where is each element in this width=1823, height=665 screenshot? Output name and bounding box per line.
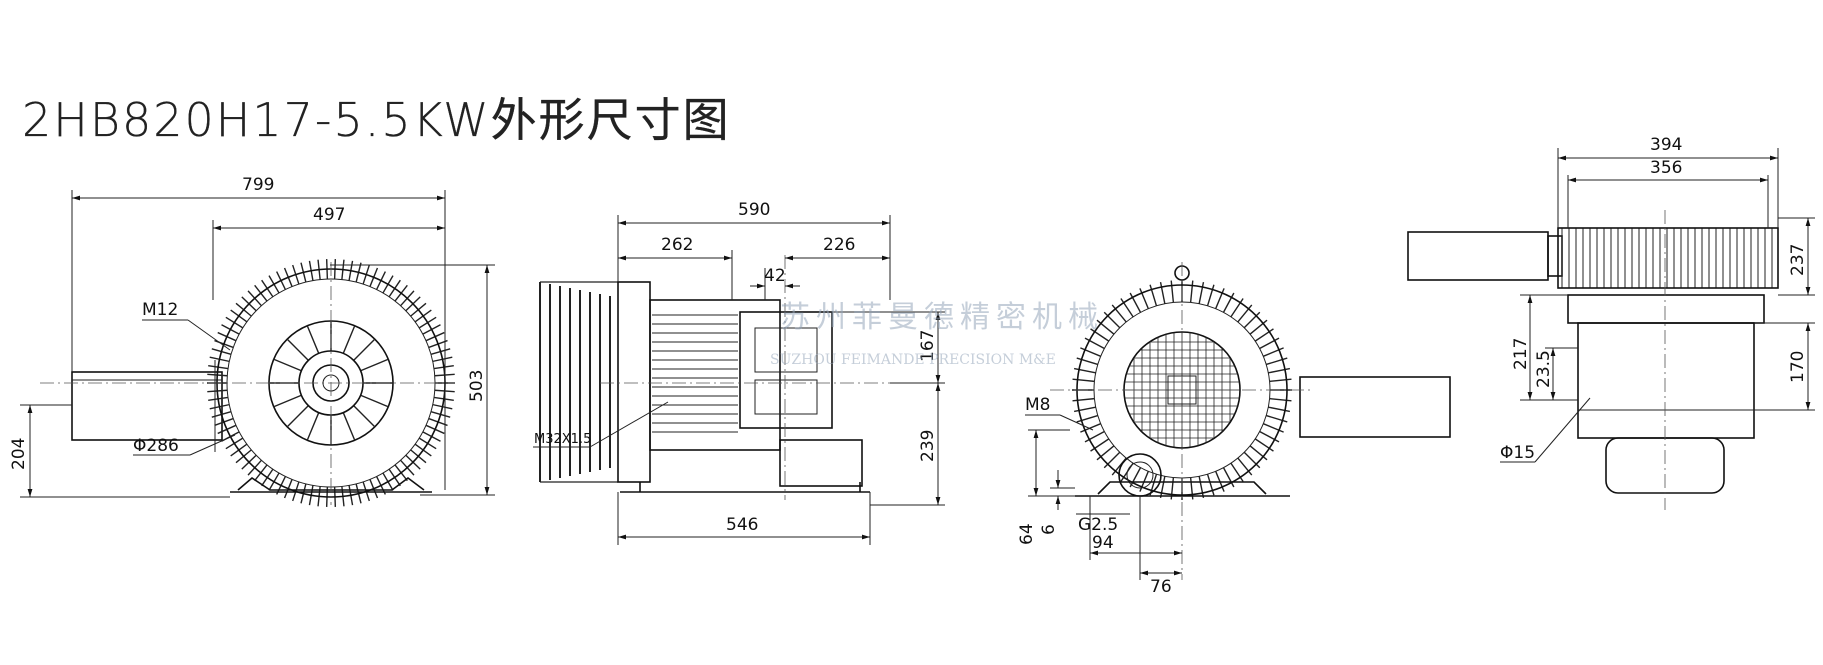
front-view: 799 497 503 204 M12 Φ286 [9, 175, 495, 507]
top-housing [1557, 227, 1779, 289]
side-terminal-box [739, 311, 833, 429]
label-g25: G2.5 [1078, 515, 1118, 535]
rear-view: 64 6 G2.5 94 76 M8 [1017, 262, 1451, 597]
label-m32: M32X1.5 [534, 432, 591, 447]
top-outlet-pipe [1407, 231, 1549, 281]
dim-262: 262 [661, 235, 693, 255]
label-m8: M8 [1025, 395, 1050, 415]
top-fin-array [1561, 228, 1773, 288]
label-phi286: Φ286 [133, 436, 179, 456]
side-motor-fins [652, 314, 738, 433]
dim-356: 356 [1650, 158, 1682, 178]
side-fin-stack [539, 281, 618, 483]
rear-outlet-pipe [1299, 376, 1451, 438]
side-view: 590 262 226 42 167 239 546 M32X1.5 [533, 200, 945, 545]
dim-546: 546 [726, 515, 758, 535]
dim-204: 204 [9, 438, 29, 470]
dim-170: 170 [1788, 351, 1808, 383]
dim-394: 394 [1650, 135, 1682, 155]
side-motor-body [649, 299, 781, 451]
dim-64: 64 [1017, 523, 1037, 545]
drawing-title: 2HB820H17-5.5KW外形尺寸图 [22, 93, 731, 147]
dim-94: 94 [1092, 533, 1114, 553]
dim-23-5: 23.5 [1534, 350, 1554, 388]
dim-76: 76 [1150, 577, 1172, 597]
dim-239: 239 [918, 430, 938, 462]
dim-167: 167 [918, 330, 938, 362]
dim-237: 237 [1788, 244, 1808, 276]
dim-497: 497 [313, 205, 345, 225]
dim-799: 799 [242, 175, 274, 195]
dim-503: 503 [467, 370, 487, 402]
dim-590: 590 [738, 200, 770, 220]
dim-217: 217 [1511, 338, 1531, 370]
top-motor-body [1577, 322, 1755, 439]
front-outlet-pipe [71, 371, 223, 441]
label-phi15: Φ15 [1500, 443, 1535, 463]
side-base [620, 482, 870, 493]
watermark-cn: 苏州菲曼德精密机械 [780, 300, 1104, 335]
top-view: 394 356 237 217 23.5 170 Φ15 [1407, 135, 1815, 510]
dim-226: 226 [823, 235, 855, 255]
dim-6: 6 [1039, 524, 1059, 535]
label-m12: M12 [142, 300, 178, 320]
watermark-en: SUZHOU FEIMANDE PRECISION M&E [770, 352, 1056, 368]
dim-42: 42 [764, 266, 786, 286]
